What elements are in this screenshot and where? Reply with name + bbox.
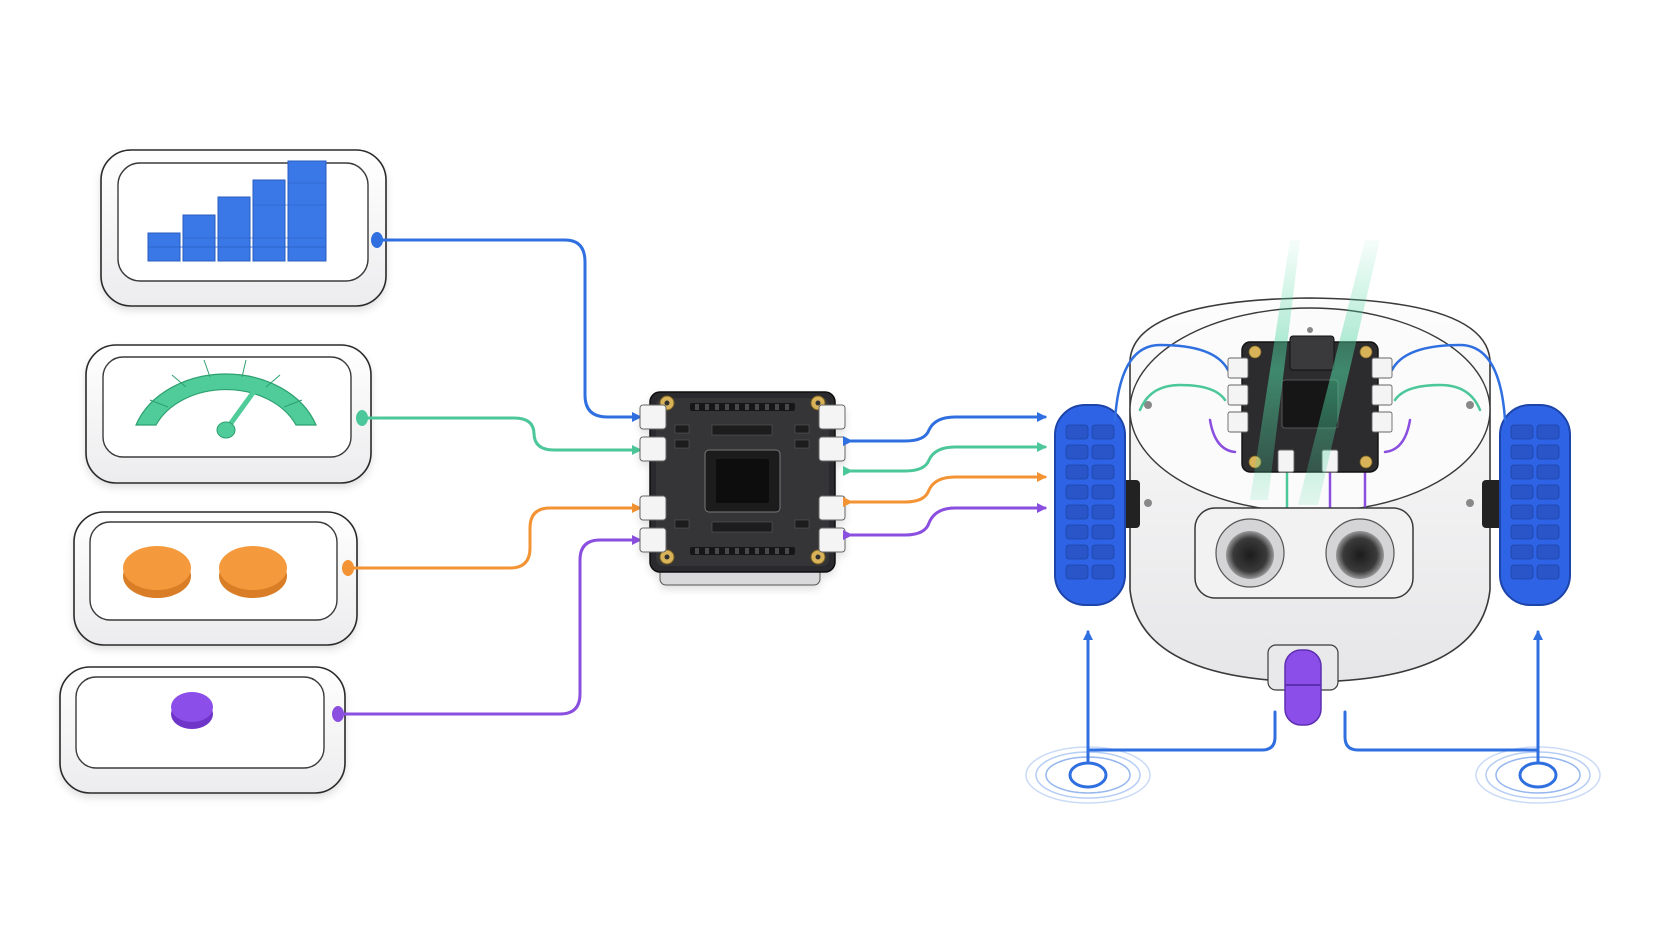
- right-wheel: [1499, 404, 1571, 606]
- left-wheel: [1054, 404, 1126, 606]
- gauge-panel: [85, 344, 372, 484]
- dual-buttons-panel: [73, 511, 358, 646]
- wireless-wires: [1083, 630, 1543, 765]
- light-beam-icon: [1250, 240, 1380, 505]
- microcontroller-board-icon: [639, 391, 846, 586]
- gauge-icon: [135, 359, 317, 439]
- robot-controller-board: [1227, 335, 1393, 473]
- caster-wheel: [1267, 644, 1339, 726]
- ultrasonic-sensor-icon: [1194, 507, 1414, 599]
- input-wires: [342, 238, 642, 716]
- dual-buttons-icon: [123, 546, 287, 598]
- panel-connectors: [332, 232, 383, 722]
- single-button-panel: [59, 666, 346, 794]
- output-wires: [843, 412, 1047, 540]
- signal-bars-icon: [147, 160, 327, 262]
- single-button-icon: [171, 692, 213, 729]
